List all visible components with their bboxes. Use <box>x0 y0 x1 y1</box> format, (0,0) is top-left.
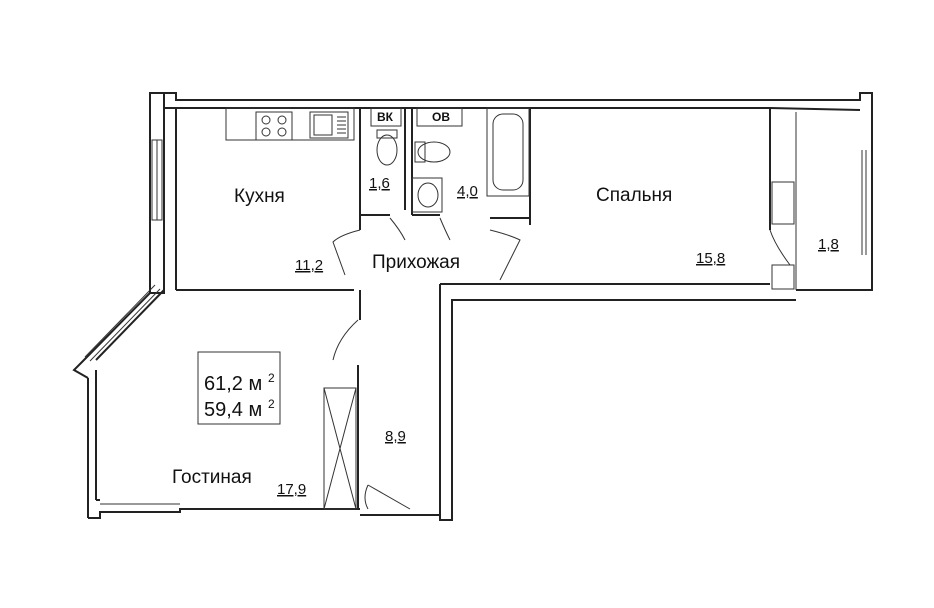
bedroom-name: Спальня <box>596 185 672 206</box>
balcony-area-value: 1,8 <box>818 236 839 253</box>
kitchen-room <box>176 107 361 291</box>
balcony-area <box>795 112 867 290</box>
living-room <box>323 290 411 510</box>
toilet-area: 1,6 <box>369 175 390 192</box>
bathroom-area: 4,0 <box>457 183 478 200</box>
water-meter-label: ВК <box>377 110 394 124</box>
kitchen-name: Кухня <box>234 186 285 207</box>
corridor-area: 8,9 <box>385 428 406 445</box>
stove-icon <box>255 111 293 141</box>
washbasin-icon <box>411 177 443 213</box>
sink-icon <box>309 111 349 139</box>
bedroom-area: 15,8 <box>696 250 725 267</box>
total-area-unit: 2 <box>268 371 275 385</box>
living-area-unit: 2 <box>268 397 275 411</box>
kitchen-window <box>151 139 163 221</box>
living-area-total: 59,4 м <box>204 399 262 421</box>
bathtub-icon <box>486 107 530 197</box>
wardrobe <box>323 387 357 510</box>
living-bay-window <box>84 284 161 362</box>
toilet-icon <box>376 134 398 166</box>
kitchen-area: 11,2 <box>295 257 323 274</box>
hallway-room <box>332 217 521 281</box>
toilet-room <box>360 107 406 216</box>
living-name: Гостиная <box>172 467 252 488</box>
bedroom-room <box>769 108 795 290</box>
ventilation-label: ОВ <box>432 110 450 124</box>
toilet-icon <box>417 141 451 163</box>
area-summary-box: 61,2 м 2 59,4 м 2 <box>197 351 281 425</box>
total-area: 61,2 м <box>204 373 262 395</box>
hallway-name: Прихожая <box>372 252 460 273</box>
bathroom-room <box>411 107 531 225</box>
living-area: 17,9 <box>277 481 306 498</box>
outer-walls <box>72 92 873 521</box>
